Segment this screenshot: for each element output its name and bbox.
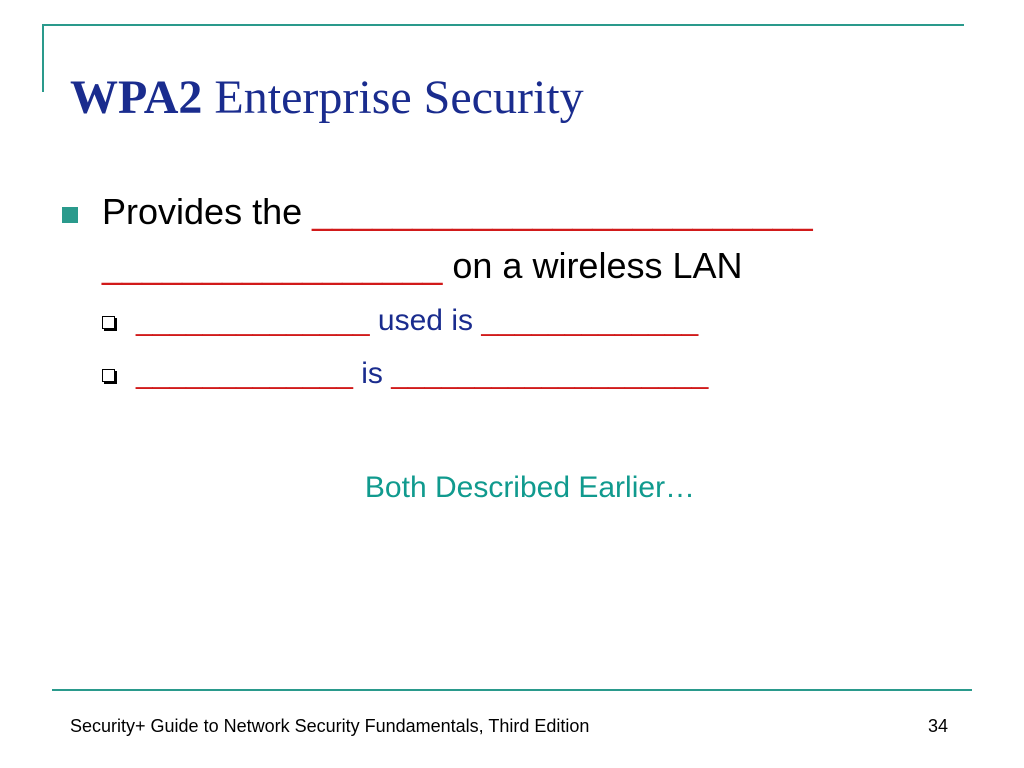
sub-bullet-2: _____________ is ___________________ bbox=[136, 355, 708, 393]
frame-left-rule bbox=[42, 24, 44, 92]
hollow-square-bullet-icon bbox=[102, 316, 115, 329]
bullet1-blank-1: _________________________ bbox=[312, 191, 813, 232]
page-number: 34 bbox=[928, 716, 949, 736]
bullet-line-1: Provides the _________________________ bbox=[102, 190, 813, 234]
square-bullet-icon bbox=[62, 207, 78, 223]
sub1-mid: used is bbox=[369, 304, 482, 337]
footer-text: Security+ Guide to Network Security Fund… bbox=[70, 716, 590, 736]
sub2-mid: is bbox=[352, 357, 392, 390]
sub1-blank-1: ______________ bbox=[136, 304, 370, 337]
footer-rule bbox=[52, 689, 972, 691]
bullet1-trail: on a wireless LAN bbox=[442, 245, 743, 286]
note-text: Both Described Earlier… bbox=[364, 471, 696, 504]
title-bold: WPA2 bbox=[70, 71, 203, 124]
slide-title: WPA2 Enterprise Security bbox=[70, 68, 584, 128]
frame-top-rule bbox=[42, 24, 964, 26]
bullet-line-2: _________________ on a wireless LAN bbox=[102, 244, 743, 288]
sub-bullet-1: ______________ used is _____________ bbox=[136, 302, 698, 340]
bullet1-blank-2: _________________ bbox=[102, 245, 443, 286]
sub2-blank-2: ___________________ bbox=[391, 357, 709, 390]
sub1-blank-2: _____________ bbox=[481, 304, 699, 337]
bullet1-lead: Provides the bbox=[102, 191, 313, 232]
hollow-square-bullet-icon bbox=[102, 369, 115, 382]
title-rest: Enterprise Security bbox=[202, 71, 584, 124]
sub2-blank-1: _____________ bbox=[136, 357, 353, 390]
